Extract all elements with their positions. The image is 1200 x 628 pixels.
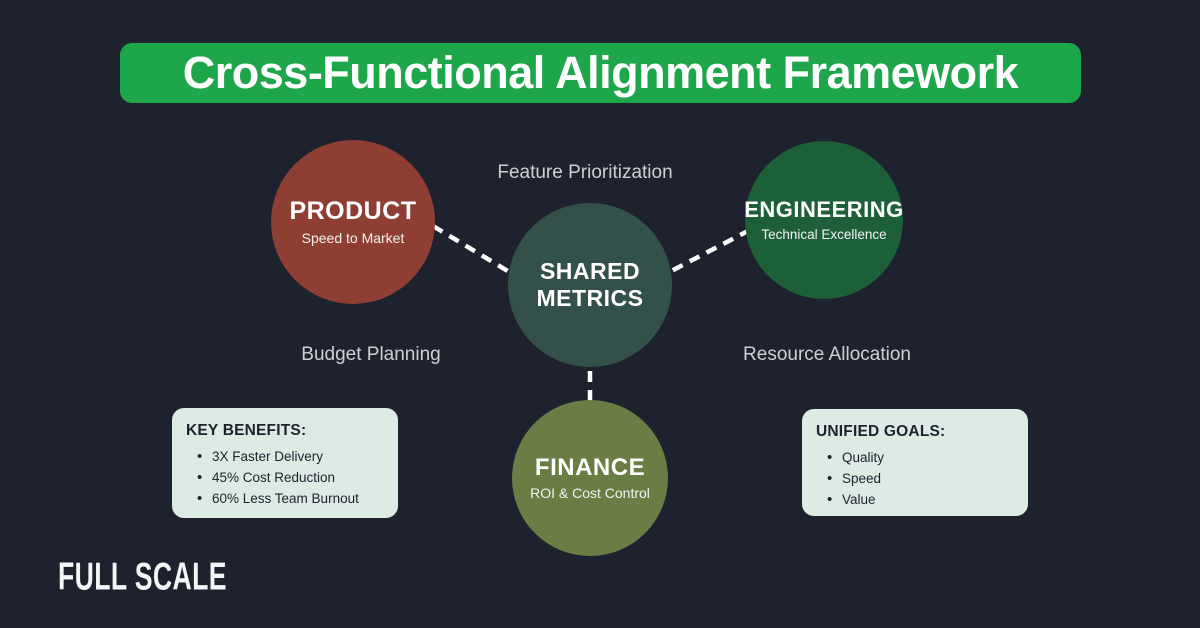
label-budget-planning: Budget Planning bbox=[301, 344, 441, 365]
node-engineering-tagline: Technical Excellence bbox=[761, 226, 887, 242]
label-resource-allocation: Resource Allocation bbox=[743, 344, 911, 365]
unified-goals-title: UNIFIED GOALS: bbox=[816, 423, 946, 440]
list-item: 3X Faster Delivery bbox=[186, 446, 382, 467]
node-product-label: PRODUCT bbox=[289, 197, 417, 226]
node-shared-metrics-label: SHARED METRICS bbox=[536, 257, 644, 311]
list-item: Value bbox=[816, 489, 1012, 510]
node-engineering-label: ENGINEERING bbox=[744, 197, 904, 223]
key-benefits-list: 3X Faster Delivery 45% Cost Reduction 60… bbox=[186, 446, 382, 509]
node-product-tagline: Speed to Market bbox=[301, 229, 405, 246]
title-banner: Cross-Functional Alignment Framework bbox=[120, 43, 1081, 103]
node-shared-metrics: SHARED METRICS bbox=[508, 203, 672, 367]
unified-goals-box: UNIFIED GOALS: Quality Speed Value bbox=[802, 409, 1028, 516]
key-benefits-box: KEY BENEFITS: 3X Faster Delivery 45% Cos… bbox=[172, 408, 398, 518]
node-finance-label: FINANCE bbox=[534, 453, 646, 481]
label-feature-prioritization: Feature Prioritization bbox=[497, 162, 673, 183]
list-item: Quality bbox=[816, 447, 1012, 468]
list-item: Speed bbox=[816, 468, 1012, 489]
node-finance-tagline: ROI & Cost Control bbox=[530, 485, 650, 502]
unified-goals-list: Quality Speed Value bbox=[816, 447, 1012, 510]
key-benefits-title: KEY BENEFITS: bbox=[186, 422, 307, 439]
list-item: 60% Less Team Burnout bbox=[186, 488, 382, 509]
node-finance: FINANCE ROI & Cost Control bbox=[512, 400, 668, 556]
list-item: 45% Cost Reduction bbox=[186, 467, 382, 488]
full-scale-logo: FULL SCALE bbox=[58, 554, 227, 598]
page-title: Cross-Functional Alignment Framework bbox=[182, 47, 1019, 98]
node-engineering: ENGINEERING Technical Excellence bbox=[744, 141, 904, 299]
node-product: PRODUCT Speed to Market bbox=[271, 140, 435, 304]
connector-product-shared bbox=[431, 224, 523, 281]
